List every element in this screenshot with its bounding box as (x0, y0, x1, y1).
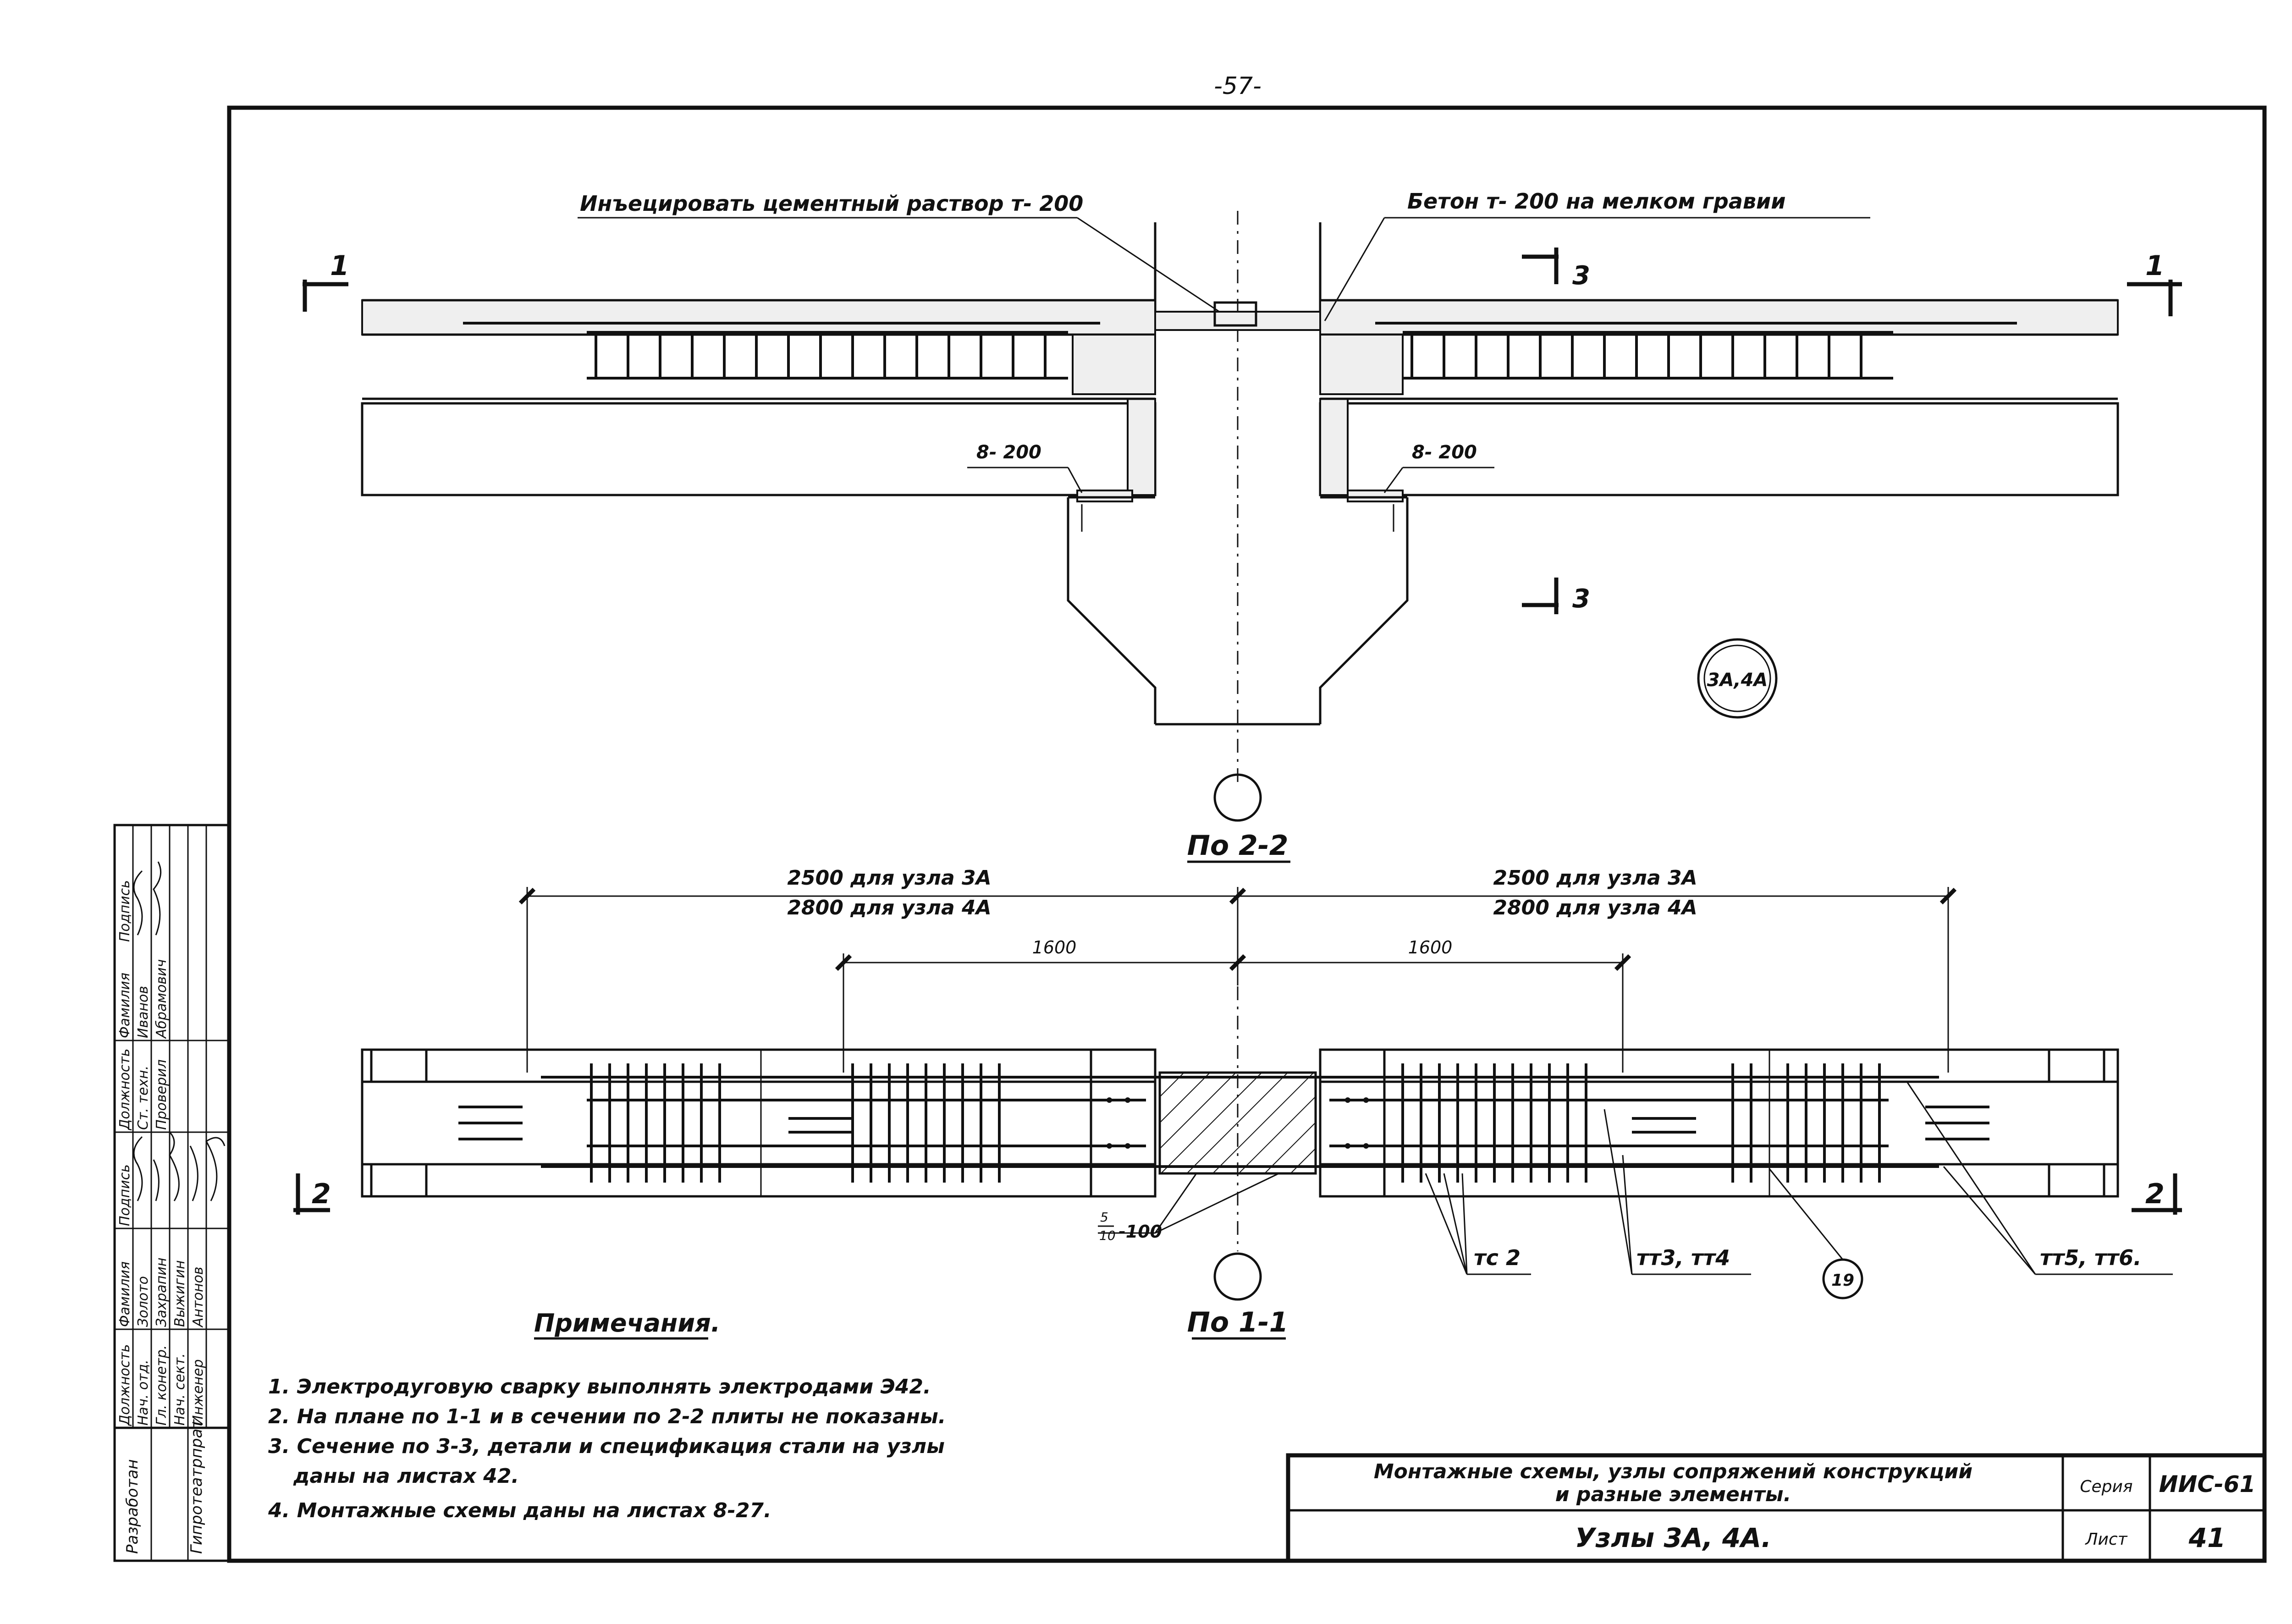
stamp-row4-name: Антонов (190, 1266, 206, 1328)
stamp-header-name-2: Фамилия (117, 973, 133, 1038)
dim-inner-left: 1600 (1032, 937, 1077, 958)
stamp-row3-name: Выжигин (172, 1260, 188, 1327)
annotation-concrete: Бетон т- 200 на мелком гравии (1407, 189, 1785, 214)
signature-mark-2 (133, 861, 162, 936)
dim-right-line1: 2500 для узла 3А (1493, 866, 1697, 890)
label-19: 19 (1831, 1271, 1854, 1290)
dim-inner-right: 1600 (1408, 937, 1453, 958)
label-tm5-tm6: тт5, тт6. (2040, 1245, 2142, 1270)
title-description-line2: и разные элементы. (1555, 1483, 1791, 1506)
stamp-org-institute: Гипротеатрпрат (187, 1419, 206, 1554)
dim-left-line1: 2500 для узла 3А (787, 866, 991, 890)
note-2: 2. На плане по 1-1 и в сечении по 2-2 пл… (268, 1405, 946, 1428)
notes-title: Примечания. (534, 1309, 720, 1338)
weld-callout-length: -100 (1118, 1222, 1162, 1242)
stamp-row1-name-2: Иванов (135, 986, 151, 1038)
stamp-header-position-1: Должность (117, 1344, 133, 1426)
stamp-header-name-1: Фамилия (117, 1261, 133, 1327)
cut-mark-3-bottom: 3 (1572, 584, 1590, 614)
stamp-row2-position: Гл. конетр. (154, 1345, 170, 1426)
stamp-row1-position: Нач. отд. (135, 1360, 151, 1426)
stamp-row1-name: Золото (135, 1276, 151, 1327)
stamp-header-position-2: Должность (117, 1048, 133, 1131)
grouted-joint (1158, 1071, 1317, 1175)
note-3-cont: даны на листах 42. (293, 1464, 519, 1488)
cut-mark-1-right: 1 (2145, 250, 2165, 282)
rebar-cage-left (463, 322, 1156, 395)
stamp-row4-position: Инженер (190, 1359, 206, 1426)
cut-mark-2-left: 2 (312, 1178, 331, 1210)
note-3: 3. Сечение по 3-3, детали и спецификация… (268, 1435, 945, 1458)
weld-callout-den: 10 (1099, 1228, 1116, 1243)
series-value: ИИС-61 (2159, 1471, 2256, 1497)
weld-callout-num: 5 (1100, 1210, 1108, 1225)
weld-label-right: 8- 200 (1412, 442, 1477, 463)
notes-block: Примечания. 1. Электродуговую сварку вып… (268, 1309, 946, 1522)
cut-mark-3-top: 3 (1572, 261, 1590, 291)
cut-mark-1-left: 1 (330, 250, 349, 282)
stamp-row2-name-2: Абрамович (154, 959, 170, 1039)
dim-right-line2: 2800 для узла 4А (1493, 896, 1697, 919)
signature-mark (133, 1131, 226, 1201)
label-tc2: тс 2 (1474, 1245, 1521, 1270)
elevation-section: Инъецировать цементный раствор т- 200 Бе… (303, 189, 2182, 863)
page-number: -57- (1214, 72, 1262, 100)
drawing-title: Узлы 3А, 4А. (1575, 1522, 1771, 1553)
annotation-grout: Инъецировать цементный раствор т- 200 (580, 191, 1083, 216)
title-description-line1: Монтажные схемы, узлы сопряжений констру… (1374, 1460, 1972, 1483)
label-tm3-tm4: тт3, тт4 (1636, 1245, 1730, 1270)
series-label: Серия (2080, 1477, 2132, 1496)
stamp-header-sign-1: Подпись (117, 1164, 133, 1226)
title-block: Монтажные схемы, узлы сопряжений констру… (1286, 1453, 2267, 1563)
caption-section-2-2: По 2-2 (1187, 830, 1289, 862)
rebar-cage-right (1319, 322, 2017, 395)
stamp-row2-position-2: Проверил (154, 1059, 170, 1130)
note-4: 4. Монтажные схемы даны на листах 8-27. (268, 1499, 771, 1522)
stamp-row2-name: Захрапин (154, 1257, 170, 1327)
sheet-value: 41 (2188, 1522, 2226, 1553)
stamp-row3-position: Нач. сект. (172, 1353, 188, 1426)
cut-mark-2-right: 2 (2145, 1178, 2165, 1210)
weld-label-left: 8- 200 (976, 442, 1041, 463)
node-badge: 3А,4А (1707, 670, 1768, 691)
caption-plan-1-1: По 1-1 (1187, 1306, 1289, 1338)
approval-stamp: Разработан Гипротеатрпрат Должность Фами… (113, 824, 231, 1562)
dim-left-line2: 2800 для узла 4А (787, 896, 991, 919)
stamp-org-developer: Разработан (123, 1459, 142, 1554)
sheet-label: Лист (2084, 1530, 2127, 1549)
stamp-row1-position-2: Ст. техн. (135, 1066, 151, 1130)
note-1: 1. Электродуговую сварку выполнять элект… (268, 1375, 931, 1398)
plan-view: 2500 для узла 3А 2800 для узла 4А 2500 д… (293, 866, 2182, 1340)
stamp-header-sign-2: Подпись (117, 880, 133, 942)
